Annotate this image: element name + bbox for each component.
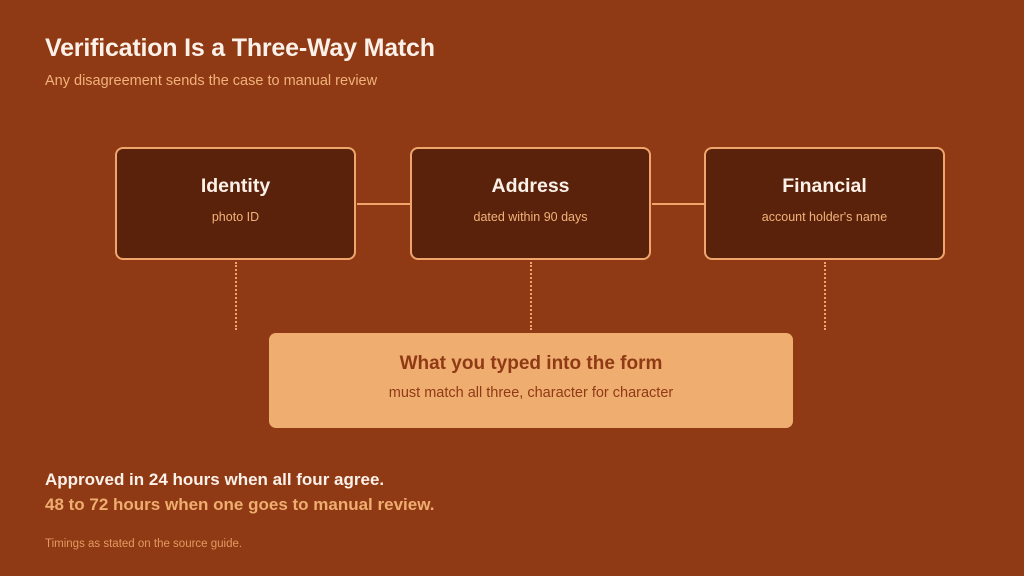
connector-financial-form <box>824 262 826 330</box>
identity-title: Identity <box>200 175 271 197</box>
connector-address-financial <box>652 203 705 205</box>
financial-detail: account holder's name <box>761 210 888 224</box>
form-detail: must match all three, character for char… <box>388 385 674 401</box>
identity-detail: photo ID <box>211 210 260 224</box>
approved-note: Approved in 24 hours when all four agree… <box>45 470 385 489</box>
page-subtitle: Any disagreement sends the case to manua… <box>45 73 378 89</box>
connector-address-form <box>530 262 532 330</box>
address-detail: dated within 90 days <box>473 210 588 224</box>
financial-title: Financial <box>782 175 867 197</box>
form-input-box: What you typed into the form must match … <box>269 333 793 428</box>
form-title: What you typed into the form <box>399 353 663 374</box>
page-title: Verification Is a Three-Way Match <box>45 34 435 62</box>
financial-box: Financial account holder's name <box>704 147 945 260</box>
identity-box: Identity photo ID <box>115 147 356 260</box>
connector-identity-form <box>235 262 237 330</box>
address-title: Address <box>491 175 570 197</box>
connector-identity-address <box>357 203 410 205</box>
source-footnote: Timings as stated on the source guide. <box>45 538 243 550</box>
manual-review-note: 48 to 72 hours when one goes to manual r… <box>45 495 435 514</box>
address-box: Address dated within 90 days <box>410 147 651 260</box>
